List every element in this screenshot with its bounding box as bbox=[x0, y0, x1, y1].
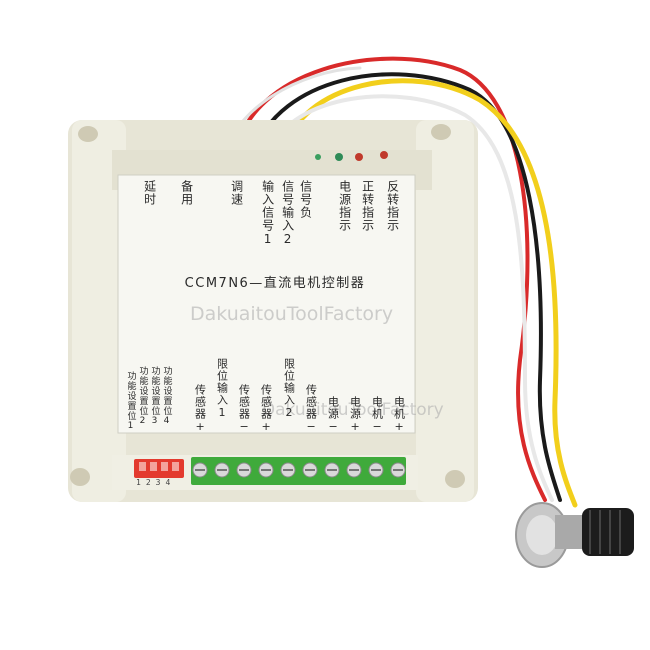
label-power-indicator: 电源指示 bbox=[337, 180, 352, 232]
label-sensor1-minus: 传感器− bbox=[237, 384, 251, 434]
label-forward-indicator: 正转指示 bbox=[360, 180, 375, 232]
terminal-screws bbox=[192, 462, 406, 478]
mount-hole-br bbox=[445, 470, 465, 488]
dip-lever-2 bbox=[150, 462, 157, 471]
label-sensor2-plus: 传感器+ bbox=[259, 384, 273, 434]
label-delay: 延时 bbox=[142, 180, 157, 206]
watermark-2: DakuaitouToolFactory bbox=[262, 400, 444, 420]
label-reverse-indicator: 反转指示 bbox=[385, 180, 400, 232]
led-extra bbox=[315, 154, 321, 160]
label-function-bit-1: 功能设置位1 bbox=[125, 371, 136, 432]
dip-switch-block bbox=[134, 459, 184, 478]
wire-black bbox=[253, 72, 562, 502]
wire-white bbox=[268, 94, 554, 502]
panel-title: CCM7N6—直流电机控制器 bbox=[184, 276, 366, 291]
dip-lever-4 bbox=[172, 462, 179, 471]
led-power bbox=[335, 153, 343, 161]
label-power-plus: 电源+ bbox=[348, 396, 362, 434]
mount-hole-bl bbox=[70, 468, 90, 486]
label-sensor1-plus: 传感器+ bbox=[193, 384, 207, 434]
label-signal-negative: 信号负 bbox=[298, 180, 313, 219]
label-motor-minus: 电机− bbox=[370, 396, 384, 434]
wire-bundle bbox=[223, 56, 578, 508]
face-label bbox=[117, 174, 416, 434]
led-reverse bbox=[380, 151, 388, 159]
watermark: DakuaitouToolFactory bbox=[190, 303, 394, 325]
label-function-bit-4: 功能设置位4 bbox=[161, 366, 172, 427]
mount-hole-tr bbox=[431, 124, 451, 140]
label-function-bit-3: 功能设置位3 bbox=[149, 366, 160, 427]
label-motor-plus: 电机+ bbox=[392, 396, 406, 434]
terminal-section bbox=[112, 455, 418, 490]
potentiometer bbox=[515, 502, 634, 568]
label-sensor2-minus: 传感器− bbox=[304, 384, 318, 434]
wire-yellow bbox=[282, 78, 578, 508]
led-forward bbox=[355, 153, 363, 161]
label-spare: 备用 bbox=[179, 180, 194, 206]
label-input-signal-2: 信号输入2 bbox=[280, 180, 295, 247]
label-limit-input-1: 限位输入1 bbox=[215, 358, 229, 420]
dip-switch-numbers: 1234 bbox=[136, 478, 176, 487]
label-limit-input-2: 限位输入2 bbox=[282, 358, 296, 420]
label-power-minus: 电源− bbox=[326, 396, 340, 434]
label-input-signal-1: 输入信号1 bbox=[260, 180, 275, 247]
indicator-leds bbox=[315, 151, 388, 161]
label-speed: 调速 bbox=[229, 180, 244, 206]
mount-hole-tl bbox=[78, 126, 98, 142]
label-function-bit-2: 功能设置位2 bbox=[137, 366, 148, 427]
dip-lever-3 bbox=[161, 462, 168, 471]
dip-lever-1 bbox=[139, 462, 146, 471]
